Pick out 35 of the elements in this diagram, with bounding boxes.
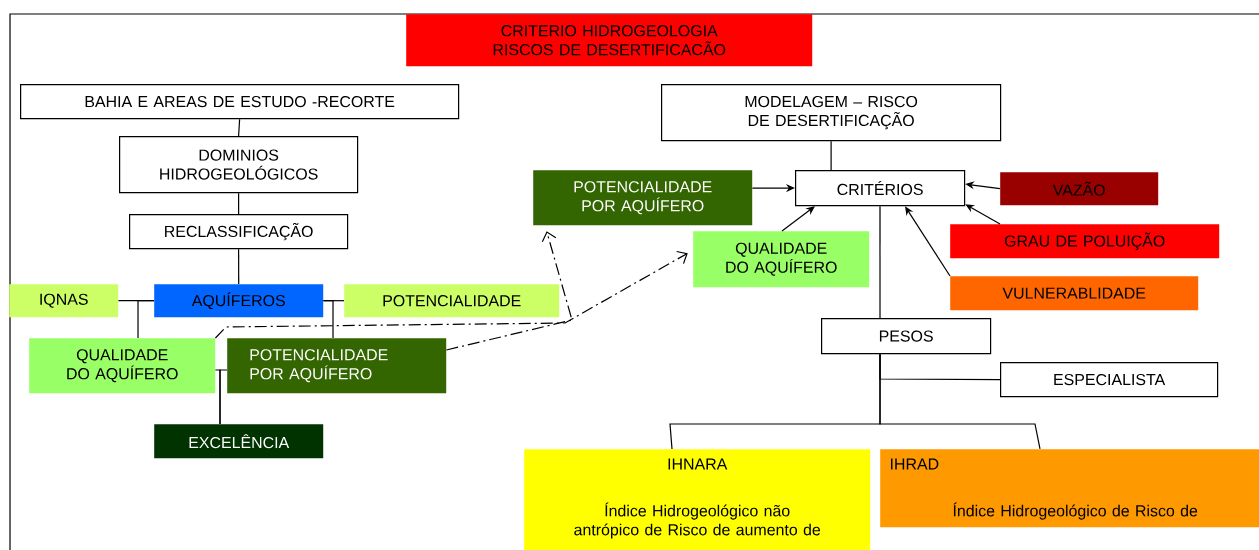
index-box: IHRAD Índice Hidrogeológico de Risco de bbox=[880, 449, 1259, 528]
criterion-box: POTENCIALIDADE POR AQUÍFERO bbox=[533, 170, 753, 226]
criterion-box: GRAU DE POLUIÇÃO bbox=[950, 224, 1220, 259]
process-box: DOMINIOS HIDROGEOLÓGICOS bbox=[119, 136, 359, 194]
connector-line bbox=[322, 299, 334, 339]
connector-line bbox=[137, 299, 155, 339]
index-box: IHNARA Índice Hidrogeológico não antrópico de Risco de aumento de bbox=[524, 449, 871, 550]
process-box: PESOS bbox=[821, 318, 992, 355]
process-box: ESPECIALISTA bbox=[1000, 362, 1219, 398]
category-box: QUALIDADE DO AQUÍFERO bbox=[29, 338, 216, 394]
criterion-box: VAZÃO bbox=[1000, 172, 1159, 206]
arrow bbox=[905, 206, 951, 277]
process-box: RECLASSIFICAÇÃO bbox=[129, 214, 349, 250]
title-box: CRITERIO HIDROGEOLOGIA RISCOS DE DESERTIFICACÃO bbox=[406, 14, 813, 67]
connector-line bbox=[879, 205, 881, 319]
connector-line bbox=[219, 369, 228, 425]
criterion-box: VULNERABLIDADE bbox=[950, 276, 1199, 311]
category-box: POTENCIALIDADE POR AQUÍFERO bbox=[227, 338, 447, 394]
category-box: POTENCIALIDADE bbox=[344, 284, 560, 318]
process-box: MODELAGEM – RISCO DE DESERTIFICAÇÃO bbox=[661, 84, 1002, 142]
arrow bbox=[965, 204, 1001, 225]
process-box: BAHIA E AREAS DE ESTUDO -RECORTE bbox=[20, 84, 460, 120]
connector-line bbox=[238, 192, 240, 215]
connector-line bbox=[238, 248, 240, 285]
dashed-arrow bbox=[445, 231, 573, 351]
process-box: CRITÉRIOS bbox=[795, 170, 966, 207]
criterion-box: QUALIDADE DO AQUÍFERO bbox=[693, 231, 870, 288]
dashed-arrow bbox=[214, 250, 688, 339]
connector-line bbox=[830, 140, 832, 171]
category-box: IQNAS bbox=[9, 284, 119, 318]
connector-line bbox=[879, 353, 1041, 450]
category-box: AQUÍFEROS bbox=[154, 284, 324, 318]
arrow bbox=[781, 206, 815, 232]
connector-line bbox=[238, 118, 241, 137]
category-box: EXCELÊNCIA bbox=[154, 424, 324, 459]
